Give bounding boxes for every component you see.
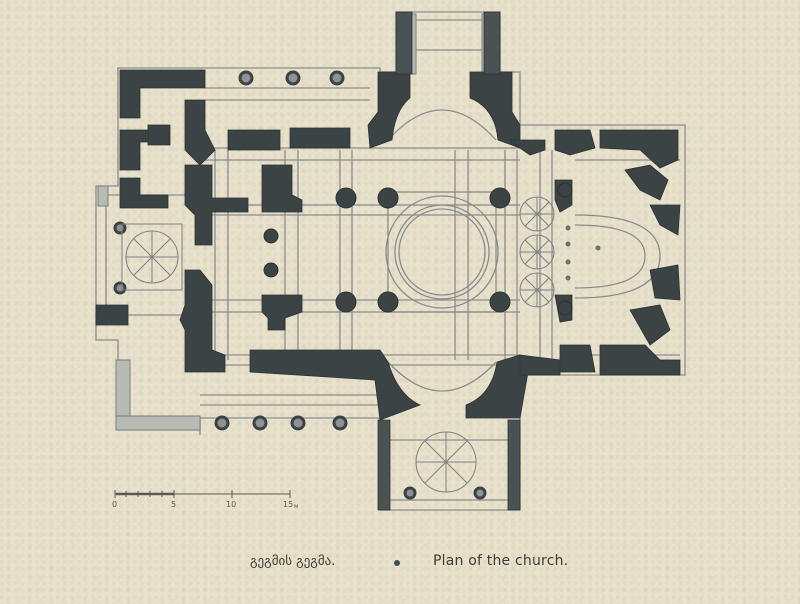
- south-porch-rosette: [415, 431, 477, 493]
- plan-outlines: [95, 11, 686, 511]
- caption-bullet-icon: [394, 560, 400, 566]
- east-rosette-3: [519, 272, 555, 308]
- scale-label-0: 0: [112, 500, 118, 509]
- caption-english: Plan of the church.: [433, 553, 569, 569]
- scale-label-15: 15: [283, 500, 294, 509]
- caption-georgian: გეგმის გეგმა.: [250, 554, 336, 569]
- east-rosette-2: [519, 234, 555, 270]
- scale-label-10: 10: [226, 500, 237, 509]
- piers: [263, 182, 573, 316]
- apse-colonettes: [565, 225, 601, 281]
- colonnade-columns: [113, 70, 487, 500]
- east-rosette-1: [519, 196, 555, 232]
- scale-bar: [114, 490, 291, 498]
- dark-walls: [95, 11, 681, 511]
- scale-unit: м: [294, 503, 299, 510]
- rosette-vaults: [121, 196, 555, 493]
- scale-label-5: 5: [171, 500, 177, 509]
- caption: გეგმის გეგმა. Plan of the church.: [250, 552, 670, 576]
- west-porch-rosette: [121, 223, 183, 291]
